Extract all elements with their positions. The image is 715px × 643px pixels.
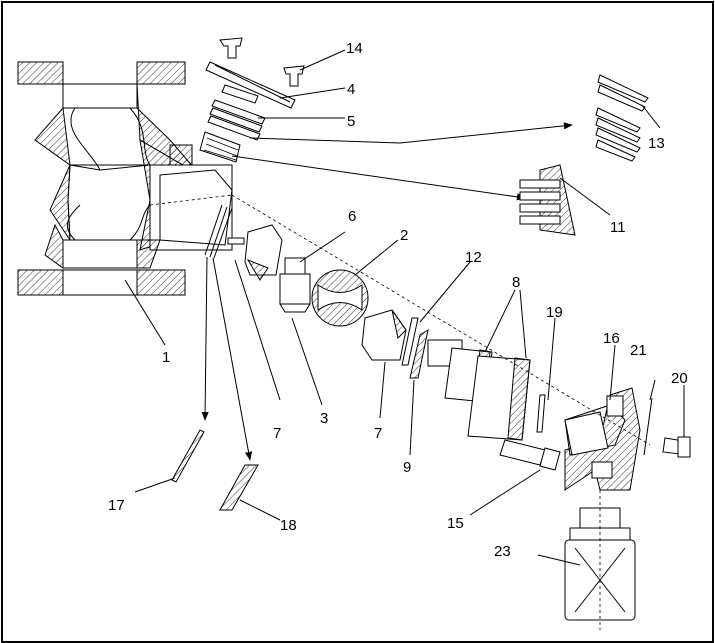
callout-3: 3 — [320, 410, 328, 427]
part-pin — [536, 317, 556, 433]
part-packing-stack — [199, 131, 241, 163]
callout-20: 20 — [671, 370, 688, 387]
part-packing-rings — [207, 84, 345, 141]
callout-1: 1 — [162, 349, 170, 366]
callout-13: 13 — [648, 135, 665, 152]
part-sleeve — [444, 289, 531, 441]
callout-17: 17 — [108, 497, 125, 514]
callout-15: 15 — [447, 515, 464, 532]
part-valve-body — [17, 61, 233, 346]
part-screws — [219, 37, 346, 87]
part-stem — [279, 231, 346, 406]
detail-ring-18 — [219, 464, 281, 521]
callout-4: 4 — [347, 81, 355, 98]
callout-5: 5 — [347, 113, 355, 130]
callout-7a: 7 — [273, 425, 281, 442]
callout-19: 19 — [546, 304, 563, 321]
callout-18: 18 — [280, 517, 297, 534]
part-small-bolt — [662, 385, 691, 458]
callout-14: 14 — [346, 40, 363, 57]
part-thin-rings — [201, 204, 253, 461]
callout-11: 11 — [610, 219, 626, 236]
detail-ring-17 — [134, 429, 205, 493]
part-washer — [643, 379, 656, 456]
part-actuator — [537, 490, 636, 630]
callout-8: 8 — [512, 274, 520, 291]
detail-arrows — [231, 122, 573, 201]
detail-packing-section — [595, 74, 661, 162]
part-seat-left — [227, 224, 283, 401]
callout-16: 16 — [603, 330, 620, 347]
callout-9: 9 — [403, 459, 411, 476]
part-actuator-adapter — [564, 344, 641, 491]
part-bolt — [469, 439, 561, 516]
part-gland-plate — [205, 61, 346, 109]
callout-6: 6 — [348, 208, 356, 225]
part-ball — [311, 239, 399, 327]
callout-23: 23 — [494, 543, 511, 560]
detail-stack-section — [519, 164, 611, 236]
callout-21: 21 — [630, 342, 647, 359]
callout-7b: 7 — [374, 425, 382, 442]
callout-labels: 1 2 3 4 5 6 7 7 8 9 11 12 13 14 15 16 17… — [108, 40, 688, 560]
callout-2: 2 — [400, 227, 408, 244]
callout-12: 12 — [465, 249, 482, 266]
part-seat-right — [361, 309, 407, 419]
assembly-axis — [231, 194, 651, 446]
